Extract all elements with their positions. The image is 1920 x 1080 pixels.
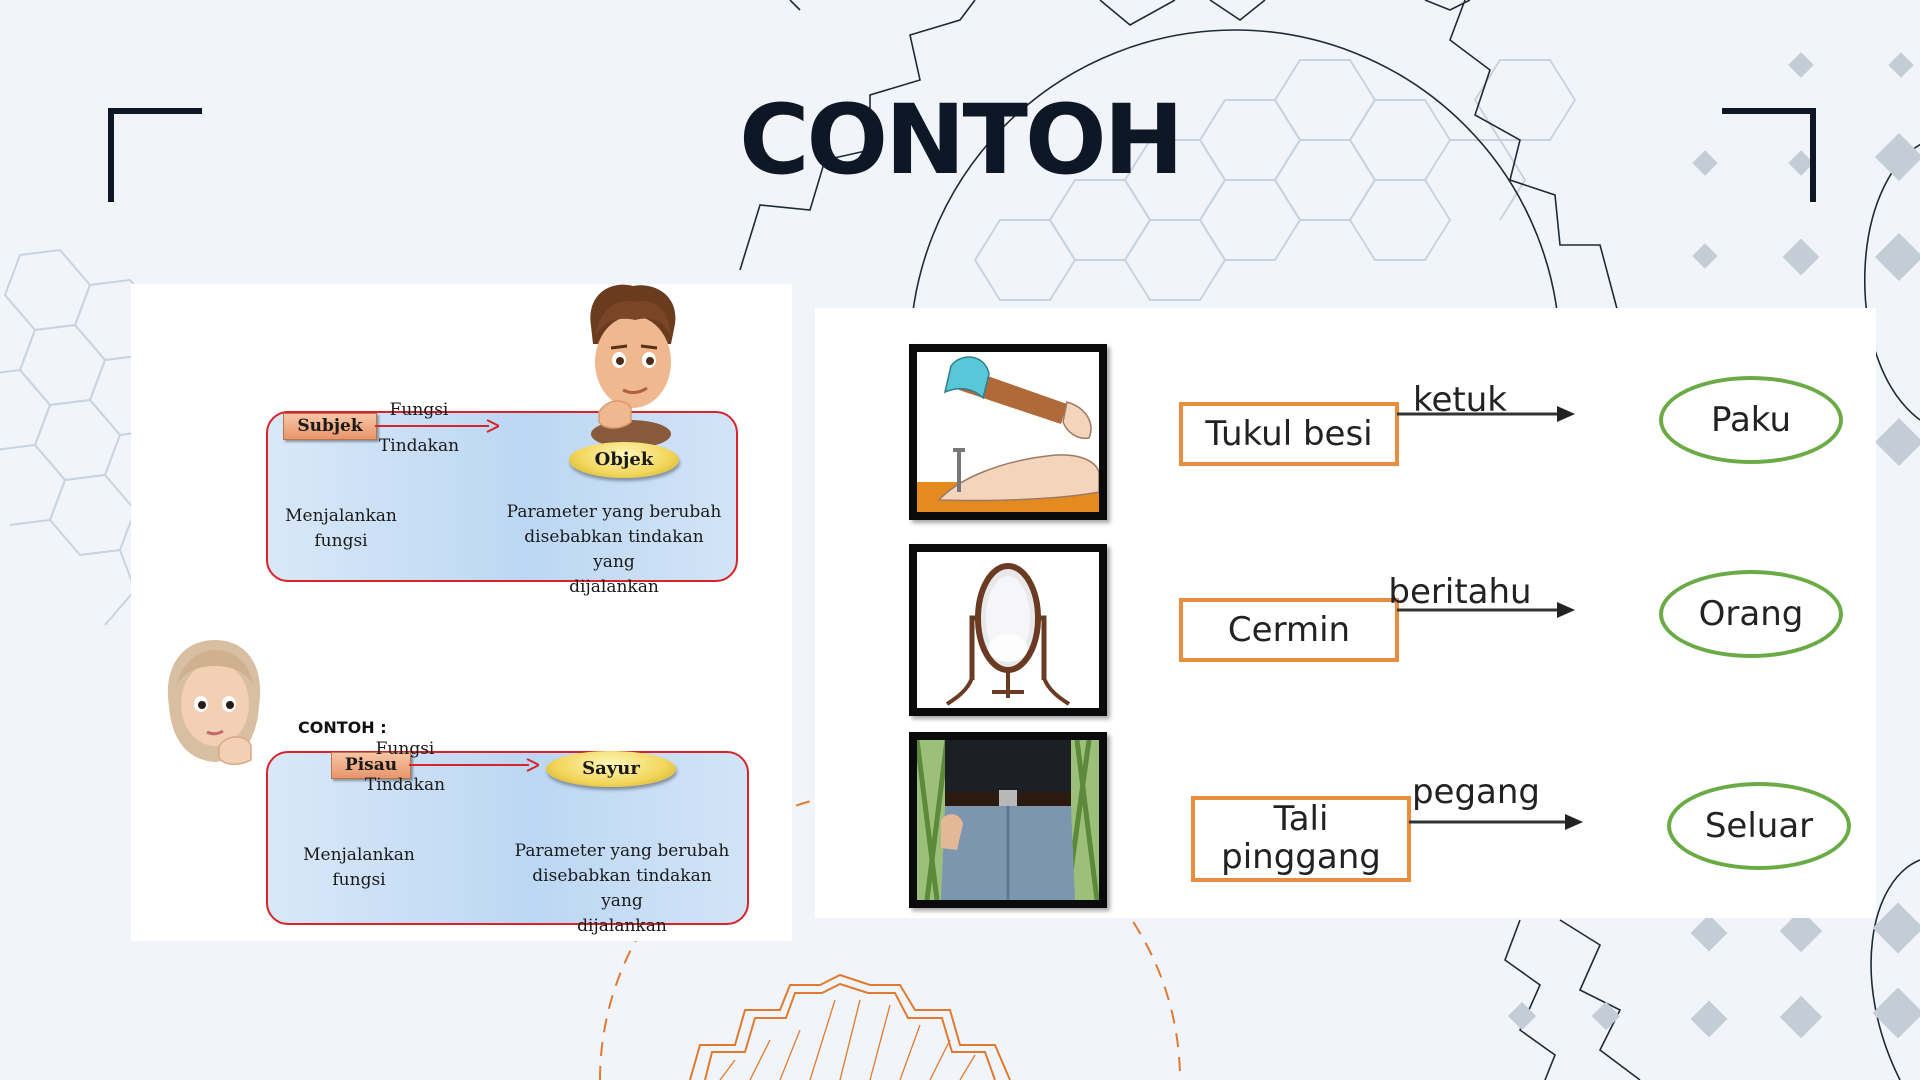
row-3-arrow-icon bbox=[1409, 814, 1583, 830]
arrow-icon bbox=[375, 419, 499, 433]
corner-bracket-top-left bbox=[108, 108, 202, 202]
female-avatar-icon bbox=[167, 640, 261, 765]
row-1-arrow-icon bbox=[1397, 406, 1575, 422]
subject-note: Menjalankan fungsi bbox=[285, 506, 397, 551]
row-3-subject-box: Tali pinggang bbox=[1191, 796, 1411, 882]
row-2-action-label: beritahu bbox=[1388, 572, 1532, 612]
row-1-photo bbox=[909, 344, 1107, 520]
object-note: Parameter yang berubah disebabkan tindak… bbox=[506, 502, 722, 597]
page-title: CONTOH bbox=[739, 84, 1184, 196]
mirror-icon bbox=[945, 563, 1071, 706]
example-object-oval: Sayur bbox=[546, 751, 676, 787]
belt-jeans-icon bbox=[917, 740, 1099, 900]
row-2-subject-box: Cermin bbox=[1179, 598, 1399, 662]
row-3-object-oval: Seluar bbox=[1667, 782, 1851, 870]
example-verb-fungsi: Fungsi bbox=[375, 739, 435, 759]
example-subject-box: Pisau bbox=[331, 752, 411, 779]
example-frame bbox=[266, 751, 749, 925]
row-2-photo bbox=[909, 544, 1107, 716]
male-avatar-icon bbox=[590, 284, 676, 446]
corner-bracket-top-right bbox=[1722, 108, 1816, 202]
row-3-action-label: pegang bbox=[1411, 772, 1541, 812]
example-label: CONTOH : bbox=[298, 718, 387, 737]
verb-label-tindakan: Tindakan bbox=[378, 436, 460, 456]
examples-panel: Tukul besi ketuk Paku Cermin beritahu Or… bbox=[815, 308, 1876, 918]
row-2-arrow-icon bbox=[1397, 602, 1575, 618]
row-3-photo bbox=[909, 732, 1107, 908]
verb-label-fungsi: Fungsi bbox=[389, 400, 449, 420]
row-2-object-oval: Orang bbox=[1659, 570, 1843, 658]
row-1-object-oval: Paku bbox=[1659, 376, 1843, 464]
example-subject-note: Menjalankan fungsi bbox=[303, 845, 415, 890]
example-arrow-icon bbox=[409, 758, 539, 772]
object-oval: Objek bbox=[569, 442, 679, 478]
example-verb-tindakan: Tindakan bbox=[364, 775, 446, 795]
hammer-nail-icon bbox=[917, 356, 1099, 512]
subject-box: Subjek bbox=[283, 413, 377, 440]
subject-object-concept-panel: Subjek Fungsi Tindakan Objek Menjalankan… bbox=[131, 284, 792, 941]
row-1-subject-box: Tukul besi bbox=[1179, 402, 1399, 466]
example-object-note: Parameter yang berubah disebabkan tindak… bbox=[514, 841, 730, 936]
